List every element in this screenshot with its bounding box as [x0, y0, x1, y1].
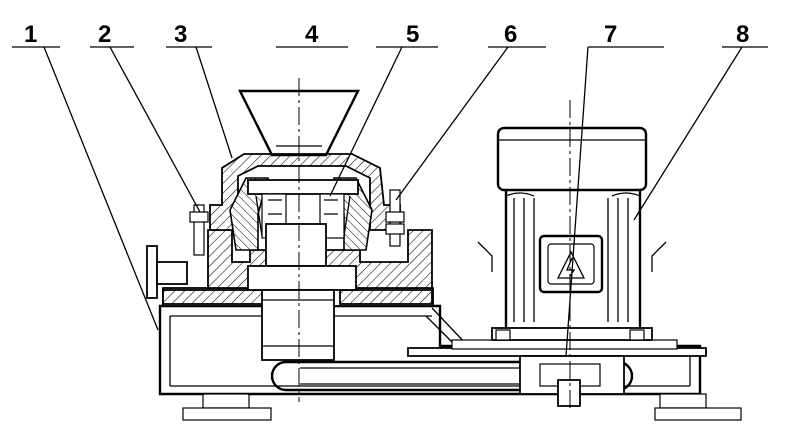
center-lines — [298, 78, 571, 410]
callout-4: 4 — [305, 21, 319, 48]
callout-2: 2 — [98, 21, 111, 48]
belt-drive — [270, 355, 634, 407]
callout-6: 6 — [504, 21, 517, 48]
electric-motor — [477, 126, 667, 341]
callout-8: 8 — [736, 21, 749, 48]
callout-7: 7 — [604, 21, 617, 48]
callout-3: 3 — [174, 21, 187, 48]
frame-base — [146, 245, 742, 421]
callout-5: 5 — [406, 21, 419, 48]
mill-housing — [189, 153, 433, 361]
callout-1: 1 — [24, 21, 37, 48]
leader-lines — [12, 46, 768, 357]
